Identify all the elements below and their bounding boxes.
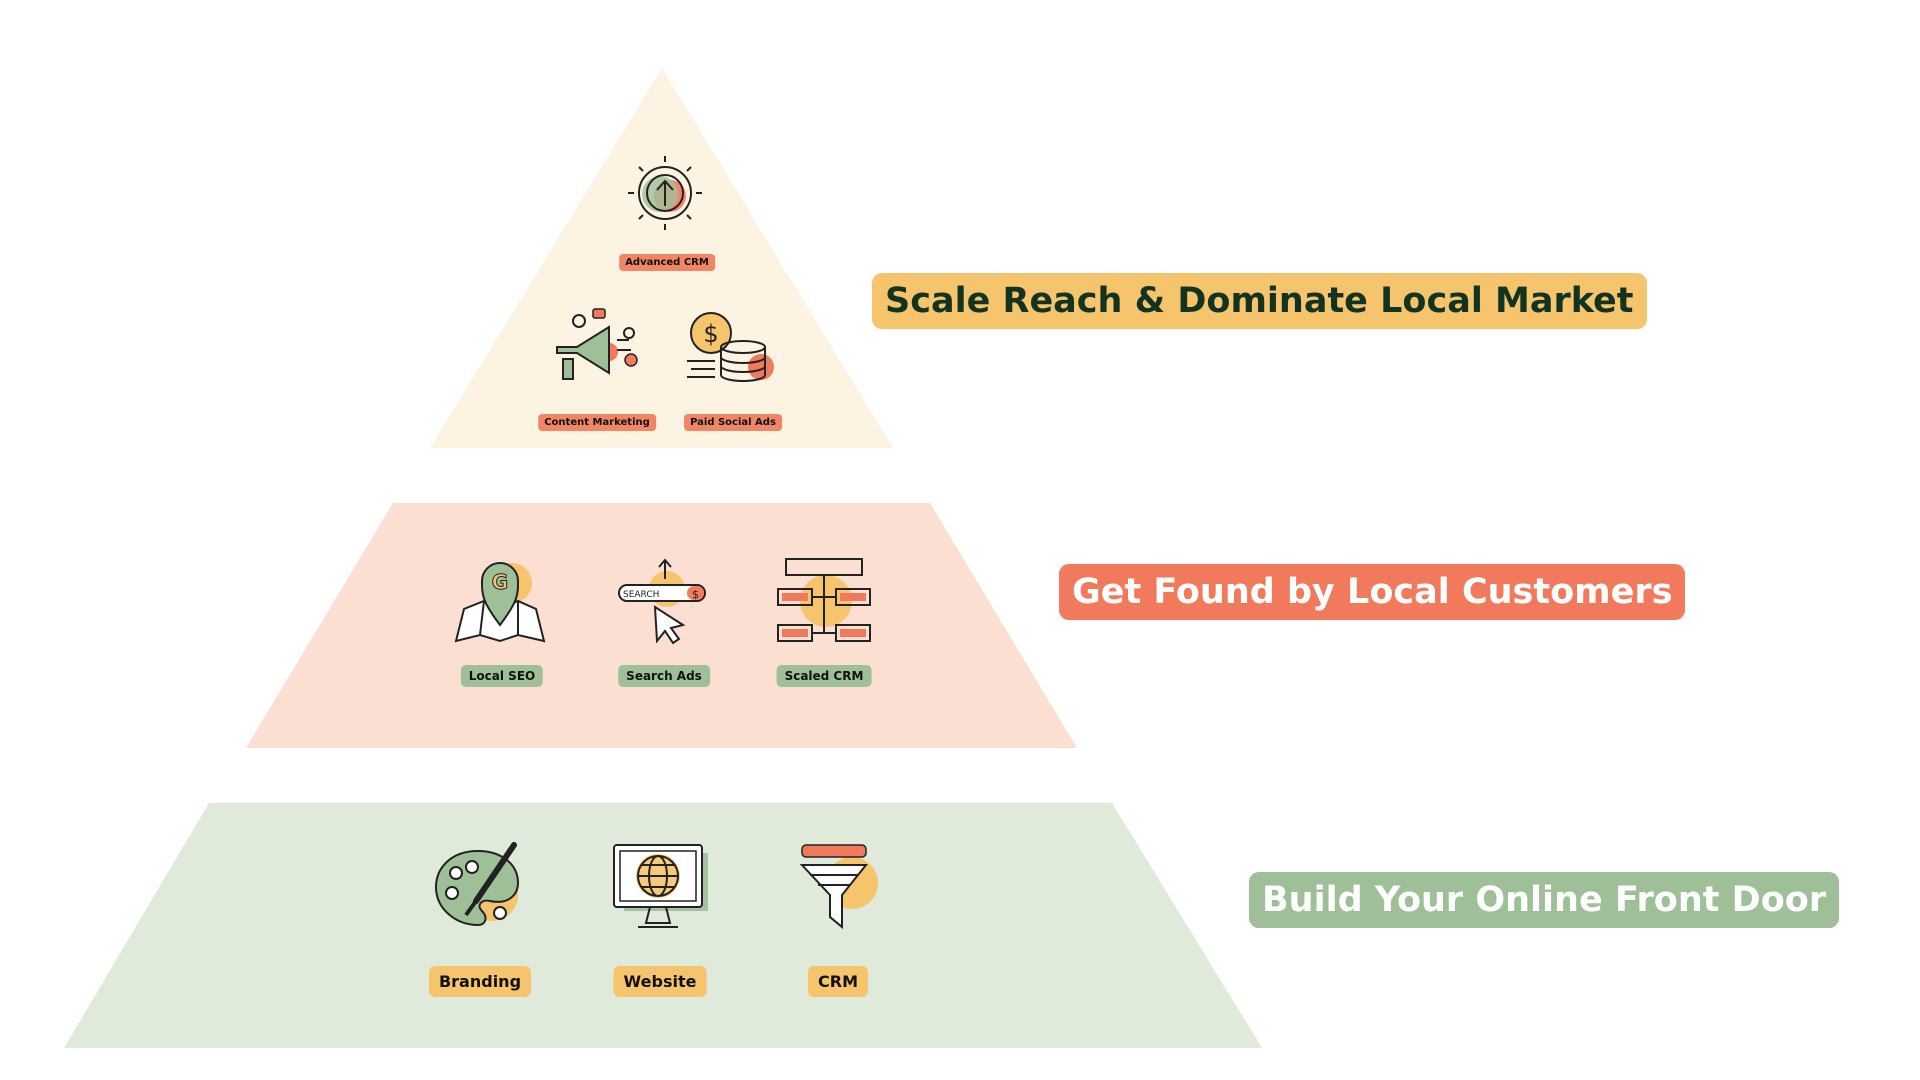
search-bar-icon: SEARCH $ <box>613 555 713 645</box>
item-label-paid-social-ads: Paid Social Ads <box>684 414 782 431</box>
item-label-crm: CRM <box>808 966 868 997</box>
svg-text:$: $ <box>703 320 718 348</box>
item-label-website: Website <box>613 966 707 997</box>
funnel-icon <box>790 843 890 933</box>
svg-text:$: $ <box>692 588 699 601</box>
map-pin-icon: G <box>450 555 550 645</box>
item-label-scaled-crm: Scaled CRM <box>776 665 872 687</box>
megaphone-icon <box>547 305 647 395</box>
tier-heading-middle: Get Found by Local Customers <box>1059 564 1686 621</box>
gear-upload-icon <box>615 148 715 238</box>
globe-monitor-icon <box>610 843 710 933</box>
tier-heading-bottom: Build Your Online Front Door <box>1249 872 1840 929</box>
pyramid-tier-bottom <box>64 803 1262 1048</box>
item-label-search-ads: Search Ads <box>618 665 710 687</box>
svg-text:SEARCH: SEARCH <box>623 590 659 600</box>
item-label-branding: Branding <box>428 966 532 997</box>
palette-icon <box>428 842 528 933</box>
tier-heading-top: Scale Reach & Dominate Local Market <box>872 273 1647 330</box>
item-label-local-seo: Local SEO <box>460 665 544 687</box>
flowchart-icon <box>774 555 874 645</box>
item-label-content-marketing: Content Marketing <box>538 414 656 431</box>
item-label-advanced-crm: Advanced CRM <box>619 254 715 271</box>
coins-icon: $ <box>683 305 783 395</box>
svg-text:G: G <box>492 570 508 594</box>
